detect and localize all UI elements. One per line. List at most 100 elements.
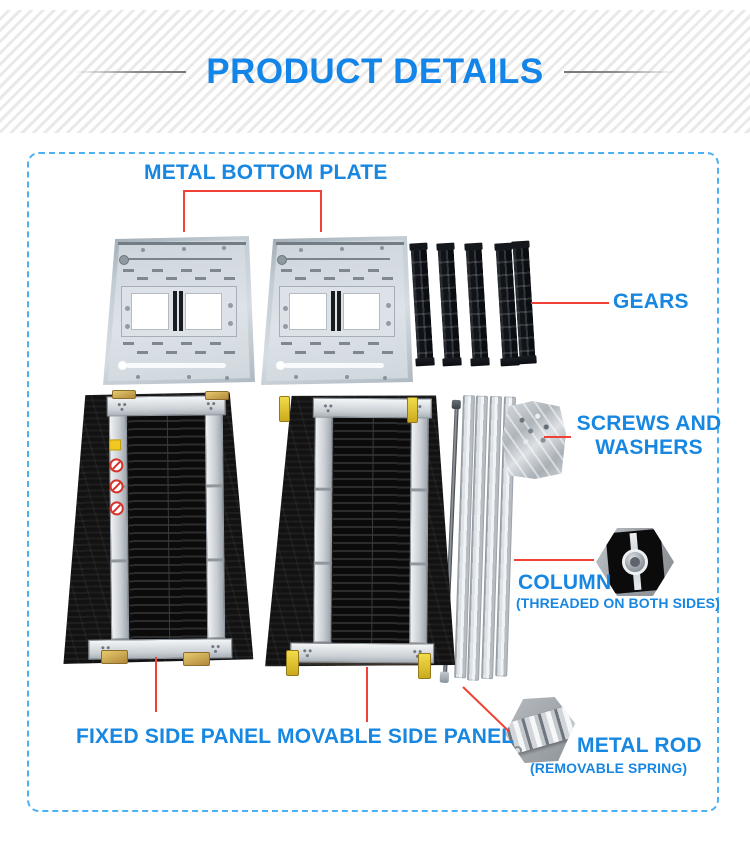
gear-image [465, 247, 489, 361]
movable-panel-callout-line [366, 667, 368, 722]
page-title: PRODUCT DETAILS [206, 51, 544, 91]
plate-hole [386, 303, 392, 309]
banner-inner: PRODUCT DETAILS [0, 10, 750, 133]
plate-center-bars [330, 291, 341, 332]
plate-window-left [289, 292, 327, 330]
plate-hole [386, 320, 392, 326]
fixed-panel-callout-line [155, 657, 157, 712]
yellow-clip [407, 397, 418, 423]
plate-hole [186, 375, 191, 380]
yellow-clip [418, 653, 431, 679]
rail-joint [313, 487, 332, 491]
gold-clip [112, 390, 136, 399]
plate-hole [282, 306, 288, 312]
plate-slot-row [280, 350, 394, 354]
plate-bottom-slot [117, 361, 227, 371]
rail-joint [206, 558, 225, 562]
rod-bottom-cap [439, 671, 450, 683]
plate-hole [228, 320, 234, 326]
plate-rod-slot [119, 255, 233, 266]
plate-hole [379, 246, 384, 251]
plate-slot-row [122, 276, 236, 280]
warning-sticker [109, 439, 122, 451]
panel-rail-right [409, 414, 430, 643]
content-dashed-border [27, 152, 719, 812]
plate-hole [282, 323, 288, 329]
plate-top-edge [276, 241, 404, 245]
prohibition-sticker [109, 501, 124, 516]
plate-hole [182, 247, 187, 252]
plate-hole [382, 376, 387, 381]
rail-joint [109, 559, 128, 563]
plate-slot-row [280, 276, 394, 280]
plate-window-left [131, 292, 169, 330]
plate-hole [124, 306, 130, 312]
plate-slot-row [280, 268, 394, 272]
prohibition-sticker [108, 458, 123, 473]
screws-and-washers-bits [514, 408, 555, 450]
gear-image [410, 247, 434, 361]
title-divider-left [74, 70, 187, 73]
gear-image [437, 247, 461, 361]
movable-panel-label: MOVABLE SIDE PANEL [277, 725, 515, 748]
plate-window-right [342, 292, 381, 330]
gears-callout-line [531, 302, 609, 304]
rail-joint [410, 562, 429, 566]
yellow-clip [286, 650, 299, 676]
column-callout-line [514, 559, 594, 561]
plate-hole [124, 323, 130, 329]
gears-image-group [410, 245, 550, 373]
gold-clip [183, 652, 210, 666]
rod-note-label: (REMOVABLE SPRING) [530, 760, 688, 776]
screws-callout-line [544, 436, 571, 438]
column-note-label: (THREADED ON BOTH SIDES) [516, 595, 720, 611]
bottom-plate-callout-bracket [183, 190, 322, 232]
screws-label: SCREWS AND WASHERS [576, 412, 722, 459]
plate-bottom-slot [275, 361, 385, 371]
panel-rail-left [312, 413, 333, 643]
plate-rod-slot [277, 255, 391, 266]
plate-hole [344, 375, 349, 380]
rail-joint [313, 561, 332, 566]
plate-hole [221, 246, 226, 251]
fixed-panel-label: FIXED SIDE PANEL [76, 725, 272, 748]
plate-hole [141, 247, 145, 252]
plate-slot-row [122, 350, 236, 354]
plate-slot-row [122, 341, 236, 345]
banner: PRODUCT DETAILS [0, 10, 750, 133]
metal-bottom-plate-image-1 [103, 236, 255, 385]
movable-side-panel-image [265, 394, 457, 667]
prohibition-sticker [108, 479, 124, 494]
yellow-clip [279, 396, 290, 422]
screws-bag-image [502, 401, 566, 479]
plate-body [103, 236, 255, 385]
plate-hole [228, 303, 234, 309]
rail-joint [205, 484, 225, 488]
screw-dots [204, 399, 217, 412]
rod-label: METAL ROD [577, 734, 702, 757]
plate-slot-row [122, 268, 236, 272]
plate-hole [224, 376, 229, 381]
screw-dots [209, 642, 222, 655]
title-divider-right [563, 70, 676, 73]
plate-slot-row [280, 341, 394, 345]
fixed-side-panel-image [61, 392, 254, 664]
plate-window-frame [121, 285, 237, 337]
gold-clip [101, 650, 128, 664]
panel-rail-right [205, 411, 226, 639]
plate-hole [136, 374, 141, 379]
gears-label: GEARS [613, 290, 689, 313]
plate-hole [340, 247, 345, 252]
plate-top-edge [118, 241, 246, 245]
panel-slats [331, 413, 414, 643]
rail-joint [410, 487, 429, 491]
plate-center-bars [172, 291, 183, 332]
screw-dots [115, 400, 128, 413]
screw-dots [321, 401, 334, 414]
plate-body [261, 236, 413, 385]
column-label: COLUMN [518, 571, 612, 594]
plate-window-right [184, 292, 223, 330]
bottom-plate-label: METAL BOTTOM PLATE [144, 161, 388, 184]
plate-hole [294, 374, 299, 379]
